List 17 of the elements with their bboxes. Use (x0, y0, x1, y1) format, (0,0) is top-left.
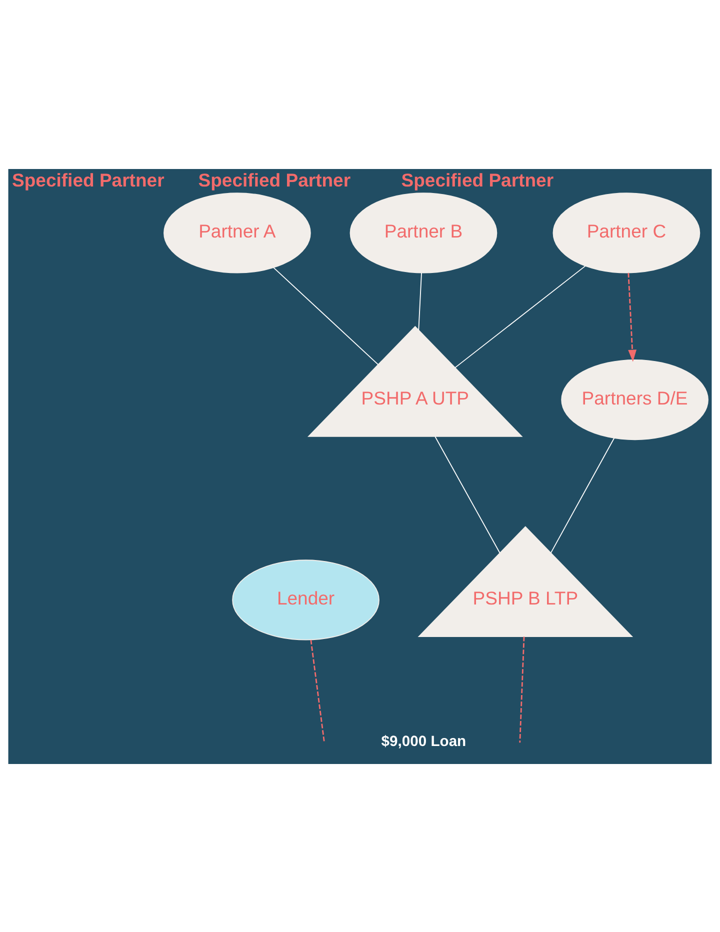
connector (454, 265, 586, 368)
arrow (628, 272, 637, 362)
label: $9,000 Loan (381, 734, 466, 750)
node-ellipse: Partner B (350, 192, 498, 273)
connector (273, 266, 379, 364)
node-label: Specified Partner (198, 169, 351, 190)
node-ellipse: Partner A (164, 192, 311, 273)
node-ellipse: Partners D/E (561, 358, 708, 440)
connector (434, 436, 500, 553)
connector (519, 636, 525, 742)
node-label: Specified Partner (401, 169, 554, 190)
node-label: Specified Partner (12, 169, 164, 190)
node-ellipse: Partner C (552, 192, 700, 273)
connector (550, 437, 615, 553)
connector (418, 272, 422, 330)
connector (310, 639, 325, 742)
node-ellipse: Lender (232, 559, 380, 640)
